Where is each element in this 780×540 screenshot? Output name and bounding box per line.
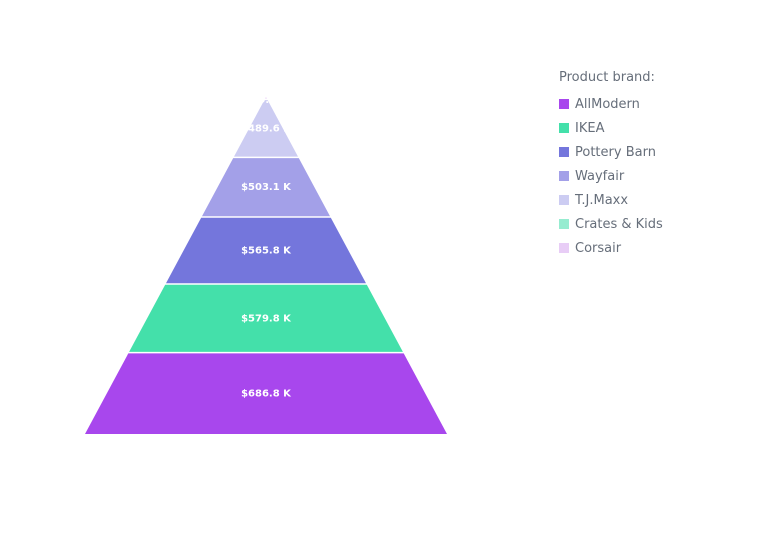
legend-item-pottery-barn[interactable]: Pottery Barn (559, 140, 759, 164)
legend-label-allmodern: AllModern (575, 96, 640, 112)
legend-label-crates-kids: Crates & Kids (575, 216, 663, 232)
legend-item-ikea[interactable]: IKEA (559, 116, 759, 140)
legend-label-corsair: Corsair (575, 240, 622, 256)
pyramid-slice-t-j-maxx[interactable] (233, 100, 299, 157)
legend-item-corsair[interactable]: Corsair (559, 236, 759, 260)
pyramid-slice-ikea[interactable] (129, 284, 403, 352)
legend-item-allmodern[interactable]: AllModern (559, 92, 759, 116)
data-label-t-j-maxx: $489.6 K (241, 123, 292, 134)
pyramid-slice-pottery-barn[interactable] (165, 217, 367, 284)
data-label-ikea: $579.8 K (241, 313, 292, 324)
legend-swatch-corsair (559, 243, 569, 253)
legend-swatch-ikea (559, 123, 569, 133)
legend-swatch-pottery-barn (559, 147, 569, 157)
legend-label-wayfair: Wayfair (575, 168, 625, 184)
legend-swatch-t-j-maxx (559, 195, 569, 205)
legend-swatch-wayfair (559, 171, 569, 181)
pyramid-slice-allmodern[interactable] (85, 353, 447, 434)
legend-label-ikea: IKEA (575, 120, 605, 136)
data-label-wayfair: $503.1 K (241, 182, 292, 193)
legend-item-crates-kids[interactable]: Crates & Kids (559, 212, 759, 236)
legend-item-t-j-maxx[interactable]: T.J.Maxx (559, 188, 759, 212)
legend-swatch-crates-kids (559, 219, 569, 229)
legend-item-wayfair[interactable]: Wayfair (559, 164, 759, 188)
legend-title: Product brand: (559, 70, 655, 85)
data-label-pottery-barn: $565.8 K (241, 245, 292, 256)
legend-label-t-j-maxx: T.J.Maxx (575, 192, 629, 208)
legend-label-pottery-barn: Pottery Barn (575, 144, 656, 160)
pyramid-slice-wayfair[interactable] (201, 158, 331, 217)
legend-swatch-allmodern (559, 99, 569, 109)
pyramid-slice-corsair[interactable] (265, 97, 267, 99)
data-label-allmodern: $686.8 K (241, 388, 292, 399)
data-label-corsair: $19.9 K (245, 95, 289, 106)
